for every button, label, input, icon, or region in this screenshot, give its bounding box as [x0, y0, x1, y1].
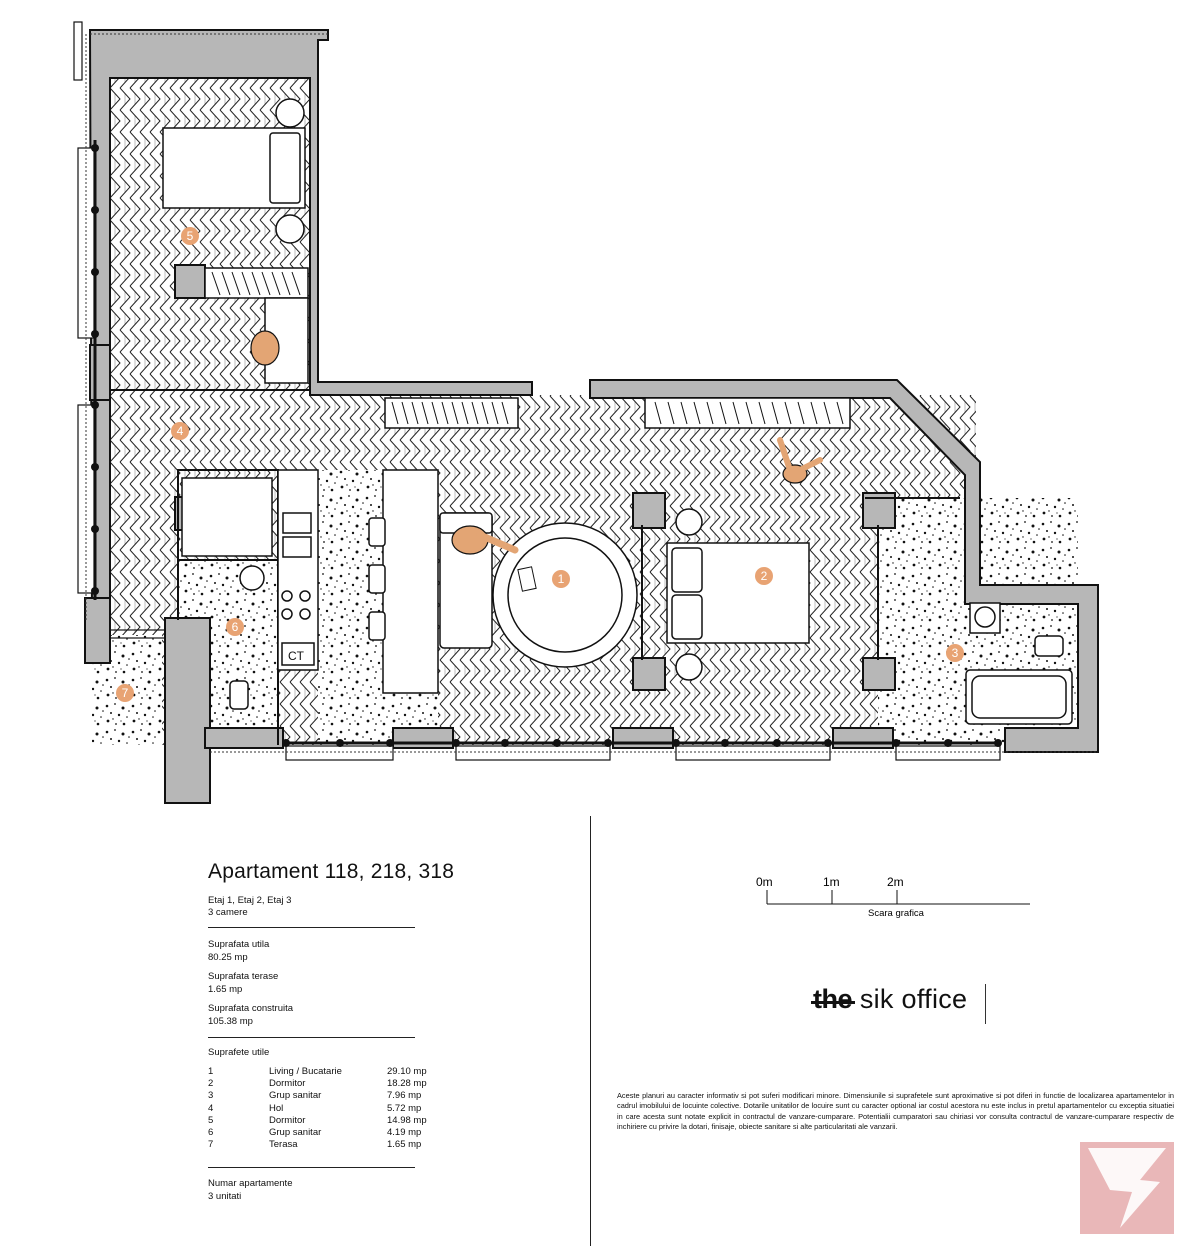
svg-text:6: 6: [232, 620, 239, 634]
room-markers: 5 4 1 2 3 6 7: [116, 227, 964, 702]
window-mullions: [91, 144, 1002, 747]
logo-divider: [985, 984, 986, 1024]
bedroom-5-furniture: [162, 98, 309, 384]
units-label: Numar apartamente: [208, 1178, 293, 1189]
svg-text:5: 5: [187, 229, 194, 243]
company-logo: the sik office: [813, 984, 967, 1015]
table-books: [517, 566, 537, 592]
apartment-floors: Etaj 1, Etaj 2, Etaj 3: [208, 895, 292, 906]
bath-3-fixtures: [965, 602, 1073, 725]
scale-bar: 0m 1m 2m Scara grafica: [756, 875, 1030, 919]
area-label-utila: Suprafata utila: [208, 939, 270, 950]
logo-name: sik office: [859, 984, 968, 1014]
divider: [208, 1167, 415, 1168]
svg-text:3: 3: [952, 646, 959, 660]
apartment-rooms-count: 3 camere: [208, 907, 248, 918]
ct-label: CT: [288, 649, 305, 663]
panel-divider: [590, 816, 591, 1246]
area-value-utila: 80.25 mp: [208, 952, 248, 963]
svg-text:1: 1: [558, 572, 565, 586]
scale-tick-2: 2m: [887, 875, 904, 889]
svg-text:4: 4: [177, 424, 184, 438]
apartment-title: Apartament 118, 218, 318: [208, 860, 455, 883]
bedroom-2-furniture: [666, 508, 810, 681]
windows: [73, 21, 1001, 761]
logo-strike: the: [813, 984, 853, 1014]
area-value-construita: 105.38 mp: [208, 1016, 253, 1027]
useful-areas-header: Suprafete utile: [208, 1047, 270, 1058]
disclaimer-text: Aceste planuri au caracter informativ si…: [617, 1091, 1174, 1132]
wardrobe-hangers-5: [211, 271, 301, 296]
brand-mark-icon: [1080, 1142, 1174, 1234]
window-sills: [93, 140, 1000, 745]
floor-plan: CT: [73, 21, 1099, 804]
area-label-construita: Suprafata construita: [208, 1003, 294, 1014]
area-label-terase: Suprafata terase: [208, 971, 279, 982]
kitchen-counter: [277, 469, 439, 694]
divider: [208, 927, 415, 928]
units-value: 3 unitati: [208, 1191, 242, 1202]
scale-tick-0: 0m: [756, 875, 773, 889]
scale-tick-1: 1m: [823, 875, 840, 889]
bath-6-fixtures: [181, 477, 273, 710]
scale-caption: Scara grafica: [868, 908, 925, 919]
svg-text:7: 7: [122, 686, 129, 700]
person-figures: [250, 330, 823, 555]
svg-text:2: 2: [761, 569, 768, 583]
area-value-terase: 1.65 mp: [208, 984, 243, 995]
divider: [208, 1037, 415, 1038]
wardrobes-top: [384, 397, 851, 429]
